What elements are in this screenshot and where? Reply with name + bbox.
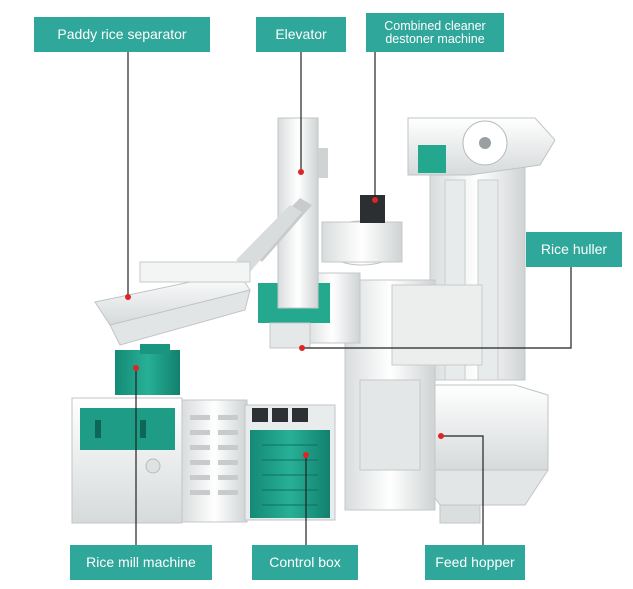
label-feed-hopper: Feed hopper: [425, 545, 525, 580]
label-rice-huller: Rice huller: [526, 232, 622, 267]
label-rice-mill-machine: Rice mill machine: [70, 545, 212, 580]
label-elevator: Elevator: [256, 17, 346, 52]
marker-dots: [125, 169, 444, 458]
label-control-box-text: Control box: [269, 554, 341, 570]
label-feed-hopper-text: Feed hopper: [435, 554, 515, 570]
central-unit: [258, 195, 483, 511]
rice-mill-base-shape: [71, 397, 248, 524]
elevator-shape: [236, 117, 328, 309]
marker-rice-mill: [133, 365, 139, 371]
label-elevator-text: Elevator: [275, 26, 327, 42]
label-combined-cleaner: Combined cleaner destoner machine: [366, 13, 504, 52]
feed-hopper-shape: [414, 384, 549, 524]
label-combined-cleaner-line2: destoner machine: [385, 31, 485, 46]
control-box-shape: [244, 404, 336, 521]
marker-elevator: [298, 169, 304, 175]
marker-paddy-separator: [125, 294, 131, 300]
marker-feed-hopper: [438, 433, 444, 439]
label-rice-huller-text: Rice huller: [540, 241, 608, 257]
label-paddy-rice-separator: Paddy rice separator: [34, 17, 210, 52]
label-rice-mill-machine-text: Rice mill machine: [86, 554, 196, 570]
marker-rice-huller: [299, 345, 305, 351]
marker-cleaner: [372, 197, 378, 203]
marker-control-box: [303, 452, 309, 458]
label-combined-cleaner-line1: Combined cleaner: [384, 18, 486, 33]
paddy-separator-shape: [94, 261, 251, 395]
label-control-box: Control box: [252, 545, 358, 580]
leader-lines: [127, 52, 572, 545]
label-paddy-rice-separator-text: Paddy rice separator: [57, 26, 187, 42]
